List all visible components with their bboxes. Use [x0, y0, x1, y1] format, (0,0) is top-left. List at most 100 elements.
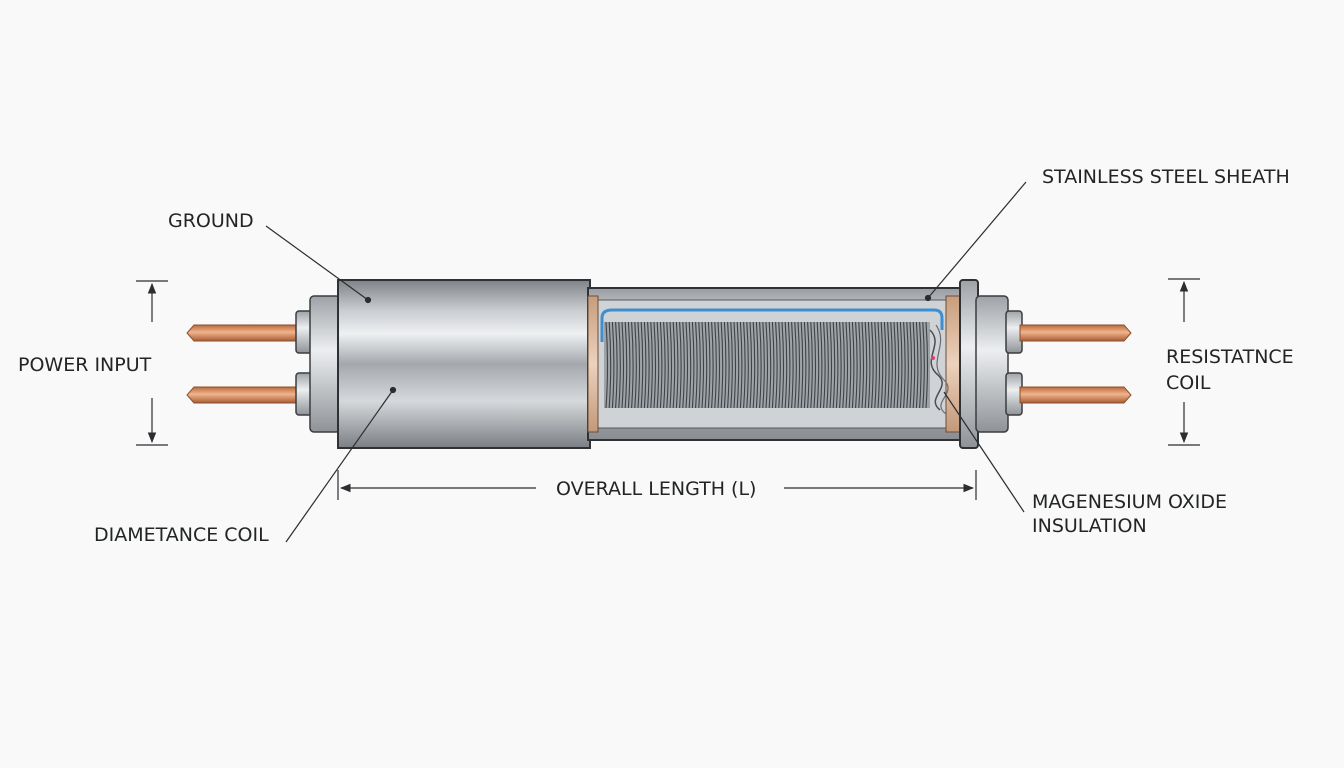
coil-winding [749, 321, 753, 409]
coil-winding [611, 321, 615, 409]
ground-housing [337, 279, 591, 449]
coil-winding [861, 321, 865, 409]
coil-winding [663, 321, 666, 409]
coil-winding [874, 321, 877, 409]
coil-winding [685, 321, 689, 409]
coil-winding [880, 321, 884, 409]
resistance-coil [604, 321, 930, 409]
magnesium-oxide-label-line2: INSULATION [1032, 515, 1147, 537]
coil-winding [618, 321, 621, 409]
coil-winding [823, 321, 826, 409]
coil-winding [643, 321, 647, 409]
stainless-steel-sheath-label: STAINLESS STEEL SHEATH [1042, 166, 1290, 188]
resistance-coil-label-line2: COIL [1166, 372, 1211, 394]
coil-winding [893, 321, 897, 409]
coil-winding [867, 321, 871, 409]
coil-winding [727, 321, 730, 409]
ground-label: GROUND [168, 210, 254, 232]
coil-winding [832, 321, 836, 409]
coil-winding [803, 321, 807, 409]
left-terminal-fitting [295, 295, 341, 433]
coil-winding [679, 321, 682, 409]
coil-winding [605, 321, 609, 409]
coil-winding [698, 321, 701, 409]
coil-winding [659, 321, 663, 409]
coil-winding [819, 321, 823, 409]
coil-winding [666, 321, 669, 409]
resistance-coil-label-line1: RESISTATNCE [1166, 346, 1294, 368]
coil-winding [839, 321, 842, 409]
coil-winding [762, 321, 765, 409]
coil-winding [813, 321, 817, 409]
coil-winding [640, 321, 644, 409]
coil-winding [701, 321, 705, 409]
coil-winding [768, 321, 772, 409]
coil-winding [771, 321, 775, 409]
coil-winding [631, 321, 634, 409]
coil-winding [784, 321, 788, 409]
coil-winding [903, 321, 906, 409]
overall-length-dimension [337, 470, 977, 500]
coil-winding [669, 321, 673, 409]
coil-winding [746, 321, 749, 409]
coil-winding [723, 321, 727, 409]
right-lower-pin [1019, 386, 1132, 404]
coil-winding [915, 321, 919, 409]
coil-winding [800, 321, 804, 409]
coil-winding [826, 321, 829, 409]
coil-winding [637, 321, 641, 409]
coil-winding [906, 321, 909, 409]
right-upper-pin [1019, 324, 1132, 342]
coil-winding [842, 321, 845, 409]
coil-winding [714, 321, 717, 409]
coil-winding [816, 321, 820, 409]
coil-winding [707, 321, 711, 409]
coil-winding [755, 321, 759, 409]
coil-winding [912, 321, 916, 409]
coil-winding [717, 321, 721, 409]
coil-winding [919, 321, 922, 409]
coil-winding [775, 321, 778, 409]
right-power-pins [1019, 324, 1132, 404]
magnesium-oxide-insulation [945, 295, 961, 433]
coil-winding [890, 321, 893, 409]
coil-winding [695, 321, 698, 409]
coil-winding [711, 321, 714, 409]
coil-winding [759, 321, 762, 409]
coil-winding [845, 321, 849, 409]
coil-winding [787, 321, 791, 409]
power-input-dimension [136, 280, 168, 446]
coil-winding [899, 321, 903, 409]
right-terminal-fitting [959, 279, 1023, 449]
coil-winding [650, 321, 653, 409]
coil-winding [624, 321, 628, 409]
coil-winding [647, 321, 650, 409]
coil-winding [877, 321, 881, 409]
coil-winding [627, 321, 631, 409]
diametance-coil-label: DIAMETANCE COIL [94, 524, 269, 546]
coil-winding [704, 321, 708, 409]
resistance-coil-dimension [1168, 278, 1200, 446]
overall-length-label: OVERALL LENGTH (L) [556, 478, 756, 500]
coil-winding [682, 321, 685, 409]
coil-winding [858, 321, 861, 409]
coil-winding [672, 321, 676, 409]
coil-winding [797, 321, 801, 409]
power-input-label: POWER INPUT [18, 354, 152, 376]
coil-winding [621, 321, 625, 409]
coil-winding [855, 321, 858, 409]
coil-winding [807, 321, 810, 409]
coil-winding [739, 321, 743, 409]
magnesium-oxide-label-line1: MAGENESIUM OXIDE [1032, 491, 1227, 513]
ground-leader [265, 225, 369, 301]
coil-winding [835, 321, 839, 409]
coil-winding [615, 321, 618, 409]
coil-winding [810, 321, 813, 409]
leader-lines [265, 181, 1027, 543]
coil-winding [608, 321, 612, 409]
coil-winding [730, 321, 733, 409]
inner-lead-wire [600, 308, 944, 342]
coil-winding [896, 321, 900, 409]
